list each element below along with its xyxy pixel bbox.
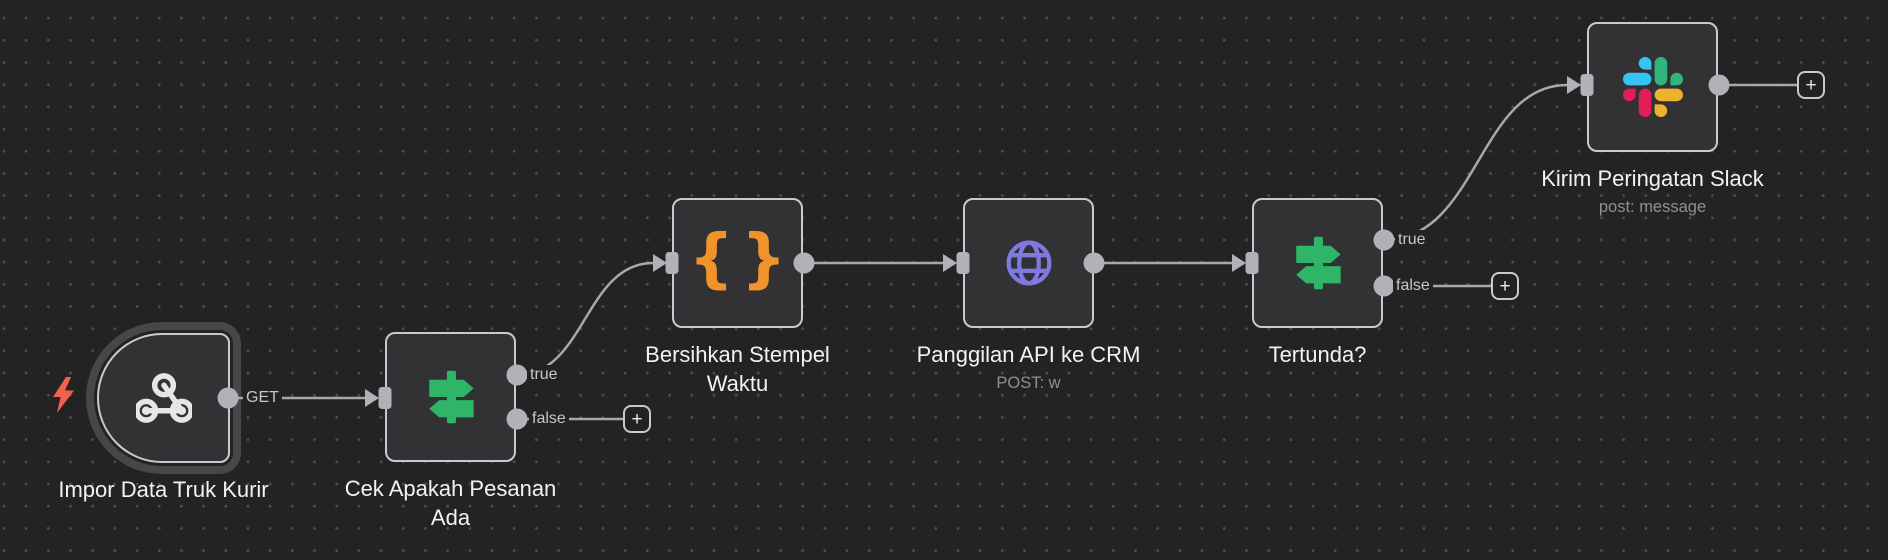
arrowhead-icon: [653, 254, 667, 272]
node-title: Cek Apakah Pesanan Ada: [344, 476, 557, 530]
add-node-button[interactable]: +: [1797, 71, 1825, 99]
node-caption: Impor Data Truk Kurir: [58, 475, 268, 504]
webhook-icon: [135, 373, 192, 423]
node-code-clean-timestamp[interactable]: {} Bersihkan Stempel Waktu: [645, 198, 830, 396]
lightning-bolt-icon: [53, 377, 74, 413]
node-if-check-order[interactable]: Cek Apakah Pesanan Ada: [345, 332, 556, 530]
node-title: Tertunda?: [1268, 342, 1367, 367]
arrowhead-icon: [943, 254, 957, 272]
node-title: Kirim Peringatan Slack: [1541, 166, 1764, 191]
arrowhead-icon: [1567, 76, 1581, 94]
output-label-true: true: [1395, 230, 1429, 250]
output-label-false: false: [529, 409, 569, 429]
node-if-delayed[interactable]: Tertunda?: [1252, 198, 1383, 367]
connection-if2-true-to-slack[interactable]: [1383, 83, 1568, 242]
node-caption: Tertunda?: [1269, 340, 1367, 369]
arrowhead-icon: [365, 389, 379, 407]
code-braces-icon: {}: [688, 222, 794, 296]
plus-icon: +: [1499, 275, 1511, 297]
slack-icon: [1622, 57, 1683, 117]
node-subtitle: post: message: [1598, 198, 1707, 216]
node-http-crm-call[interactable]: Panggilan API ke CRM POST: w: [917, 198, 1140, 392]
signpost-icon: [428, 370, 474, 424]
arrowhead-icon: [1232, 254, 1246, 272]
node-webhook-trigger[interactable]: Impor Data Truk Kurir: [58, 333, 269, 502]
node-title: Impor Data Truk Kurir: [58, 477, 269, 502]
method-label-get: GET: [243, 388, 282, 408]
node-caption: Bersihkan Stempel Waktu: [623, 340, 853, 398]
plus-icon: +: [1805, 74, 1817, 96]
node-caption: Cek Apakah Pesanan Ada: [336, 474, 566, 532]
globe-icon: [1006, 240, 1051, 286]
plus-icon: +: [631, 408, 643, 430]
node-title: Panggilan API ke CRM: [916, 342, 1141, 367]
node-title: Bersihkan Stempel Waktu: [645, 342, 830, 396]
output-label-false: false: [1393, 276, 1433, 296]
node-caption: Kirim Peringatan Slack post: message: [1541, 164, 1764, 218]
node-caption: Panggilan API ke CRM POST: w: [917, 340, 1141, 394]
output-label-true: true: [527, 365, 561, 385]
node-subtitle: POST: w: [996, 374, 1061, 392]
signpost-icon: [1295, 236, 1341, 290]
node-slack-alert[interactable]: Kirim Peringatan Slack post: message: [1541, 22, 1764, 216]
add-node-button[interactable]: +: [623, 405, 651, 433]
add-node-button[interactable]: +: [1491, 272, 1519, 300]
